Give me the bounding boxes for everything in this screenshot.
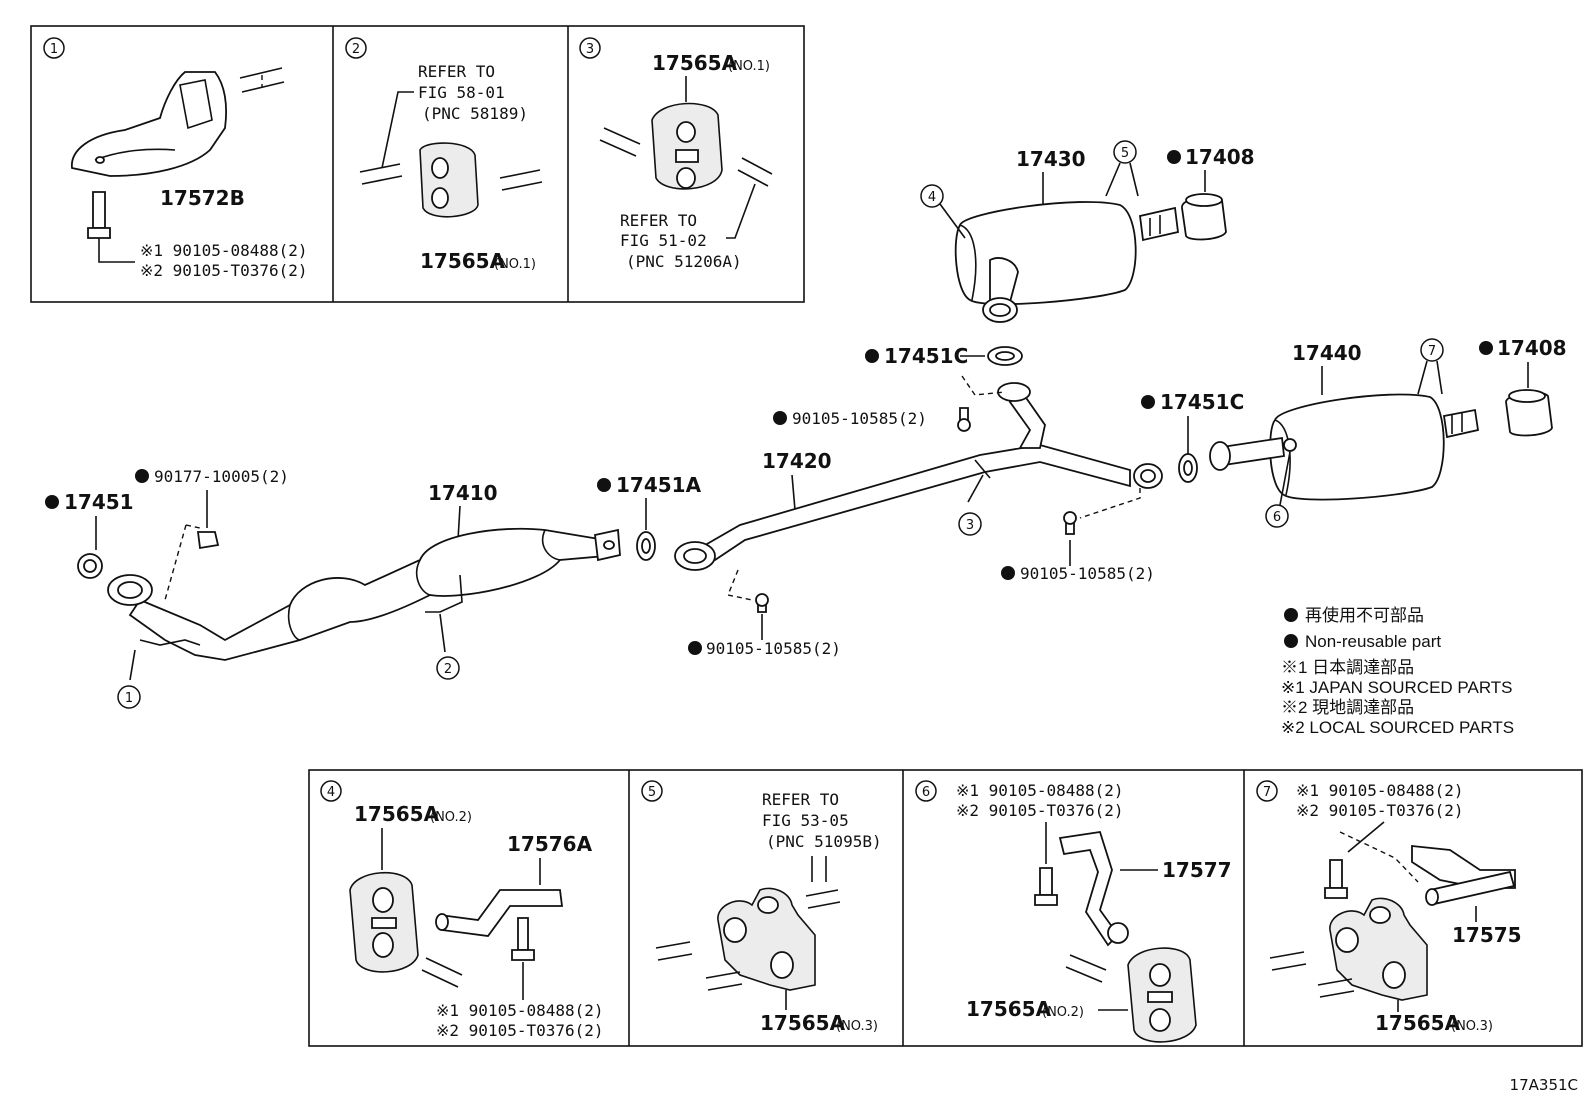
- inset-4: 4 17565A (NO.2) 17576A ※1 90105-08488(2)…: [320, 780, 604, 1040]
- center-pipe-17420: 17420 3: [674, 375, 1163, 601]
- insulator-17572b-shape: [71, 71, 228, 177]
- inset-3: 3 17565A (NO.1) REFER TO FIG 51-02 (PNC …: [579, 37, 773, 271]
- inset-5-number: 5: [648, 785, 656, 800]
- bolt-10585-a-label: 90105-10585(2): [792, 409, 927, 428]
- inset-4-number: 4: [327, 785, 335, 800]
- muffler-17440: 17440 7 6 17408: [1209, 336, 1567, 528]
- inset-4-part-a-sub: (NO.2): [430, 810, 472, 825]
- legend-local-sourced-jp: ※2 現地調達部品: [1281, 698, 1414, 717]
- part-17451c-b-label: 17451C: [1160, 390, 1244, 414]
- part-17430-label: 17430: [1016, 147, 1086, 171]
- gasket-17451c-lower: 17451C: [1141, 390, 1244, 483]
- inset-7-bolt-2: ※2 90105-T0376(2): [1296, 801, 1464, 820]
- inset-7-part-a: 17575: [1452, 923, 1522, 947]
- inset-6-part-b-sub: (NO.2): [1042, 1005, 1084, 1020]
- inset-2-part: 17565A: [420, 249, 506, 273]
- front-pipe-17410: 17410 2 1: [107, 481, 621, 709]
- gasket-17451: 17451 90177-10005(2): [45, 467, 289, 579]
- inset-2-number: 2: [352, 42, 360, 57]
- hanger-17565a-no1-shape: [419, 142, 479, 218]
- inset-2-ref-1: REFER TO: [418, 62, 495, 81]
- callout-2-main: 2: [444, 662, 452, 677]
- bolt-10585-c-label: 90105-10585(2): [706, 639, 841, 658]
- inset-7: 7 ※1 90105-08488(2) ※2 90105-T0376(2) 17…: [1256, 780, 1522, 1035]
- inset-3-number: 3: [586, 42, 594, 57]
- nut-icon: [196, 531, 220, 550]
- inset-2-ref-2: FIG 58-01: [418, 83, 505, 102]
- inset-1-number: 1: [50, 42, 58, 57]
- inset-3-ref-3: (PNC 51206A): [626, 252, 742, 271]
- gasket-17451c-upper: 17451C: [865, 344, 1023, 368]
- inset-bottom-frame: [308, 769, 1583, 1047]
- inset-3-ref-2: FIG 51-02: [620, 231, 707, 250]
- inset-2: 2 REFER TO FIG 58-01 (PNC 58189) 17565A …: [345, 37, 543, 273]
- bolt-10585-b-label: 90105-10585(2): [1020, 564, 1155, 583]
- inset-5-ref-2: FIG 53-05: [762, 811, 849, 830]
- bolts-center: 90105-10585(2) 90105-10585(2) 90105-1058…: [688, 407, 1155, 658]
- inset-7-part-b: 17565A: [1375, 1011, 1461, 1035]
- legend: 再使用不可部品 Non-reusable part ※1 日本調達部品 ※1 J…: [1281, 605, 1514, 737]
- inset-2-part-sub: (NO.1): [494, 257, 536, 272]
- inset-6: 6 ※1 90105-08488(2) ※2 90105-T0376(2) 17…: [915, 780, 1232, 1043]
- nut-90177-label: 90177-10005(2): [154, 467, 289, 486]
- inset-6-part-b: 17565A: [966, 997, 1052, 1021]
- part-17572b-label: 17572B: [160, 186, 245, 210]
- inset-4-bolt-1: ※1 90105-08488(2): [436, 1001, 604, 1020]
- legend-nonreusable-jp: 再使用不可部品: [1305, 605, 1424, 625]
- callout-7-main: 7: [1428, 344, 1436, 359]
- inset-6-number: 6: [922, 785, 930, 800]
- part-17451c-a-label: 17451C: [884, 344, 968, 368]
- legend-japan-sourced-jp: ※1 日本調達部品: [1281, 658, 1414, 677]
- inset-1-bolt-2: ※2 90105-T0376(2): [140, 261, 308, 280]
- callout-6-main: 6: [1273, 510, 1281, 525]
- inset-7-bolt-1: ※1 90105-08488(2): [1296, 781, 1464, 800]
- inset-5-ref-1: REFER TO: [762, 790, 839, 809]
- part-17451a-label: 17451A: [616, 473, 702, 497]
- inset-7-part-b-sub: (NO.3): [1451, 1019, 1493, 1034]
- inset-6-part-a: 17577: [1162, 858, 1232, 882]
- part-17408-b-label: 17408: [1497, 336, 1567, 360]
- muffler-17430: 17430 4 5 17408: [920, 140, 1255, 323]
- inset-1: 1 17572B ※1 90105-08488(2) ※2 90105-T037…: [43, 37, 308, 280]
- part-17420-label: 17420: [762, 449, 832, 473]
- part-17440-label: 17440: [1292, 341, 1362, 365]
- bolt-icon: [92, 191, 106, 229]
- part-17451-label: 17451: [64, 490, 134, 514]
- inset-3-ref-1: REFER TO: [620, 211, 697, 230]
- inset-3-part-sub: (NO.1): [728, 59, 770, 74]
- inset-2-ref-3: (PNC 58189): [422, 104, 528, 123]
- figure-id: 17A351C: [1510, 1076, 1578, 1094]
- inset-4-part-a: 17565A: [354, 802, 440, 826]
- bracket-17576a-shape: [438, 889, 564, 937]
- inset-1-bolt-1: ※1 90105-08488(2): [140, 241, 308, 260]
- part-17410-label: 17410: [428, 481, 498, 505]
- inset-5-part: 17565A: [760, 1011, 846, 1035]
- inset-3-part: 17565A: [652, 51, 738, 75]
- callout-3-main: 3: [966, 518, 974, 533]
- inset-top-frame: [30, 25, 805, 303]
- gasket-17451a: 17451A: [597, 473, 702, 561]
- part-17408-a-label: 17408: [1185, 145, 1255, 169]
- legend-local-sourced-en: ※2 LOCAL SOURCED PARTS: [1281, 718, 1514, 737]
- inset-4-bolt-2: ※2 90105-T0376(2): [436, 1021, 604, 1040]
- bolt-icon: [1039, 867, 1053, 896]
- callout-4-main: 4: [928, 190, 936, 205]
- inset-6-bolt-2: ※2 90105-T0376(2): [956, 801, 1124, 820]
- inset-4-part-b: 17576A: [507, 832, 593, 856]
- inset-7-number: 7: [1263, 785, 1271, 800]
- legend-japan-sourced-en: ※1 JAPAN SOURCED PARTS: [1281, 678, 1513, 697]
- inset-5: 5 REFER TO FIG 53-05 (PNC 51095B) 17565A…: [641, 780, 882, 1035]
- inset-5-part-sub: (NO.3): [836, 1019, 878, 1034]
- bolt-icon: [517, 917, 529, 951]
- hanger-17565a-no1-b-shape: [651, 102, 723, 190]
- bolt-icon: [1329, 859, 1343, 889]
- callout-1-main: 1: [125, 691, 133, 706]
- inset-6-bolt-1: ※1 90105-08488(2): [956, 781, 1124, 800]
- legend-nonreusable-en: Non-reusable part: [1305, 632, 1441, 651]
- callout-5-main: 5: [1121, 146, 1129, 161]
- inset-5-ref-3: (PNC 51095B): [766, 832, 882, 851]
- bracket-17577-shape: [1058, 830, 1120, 947]
